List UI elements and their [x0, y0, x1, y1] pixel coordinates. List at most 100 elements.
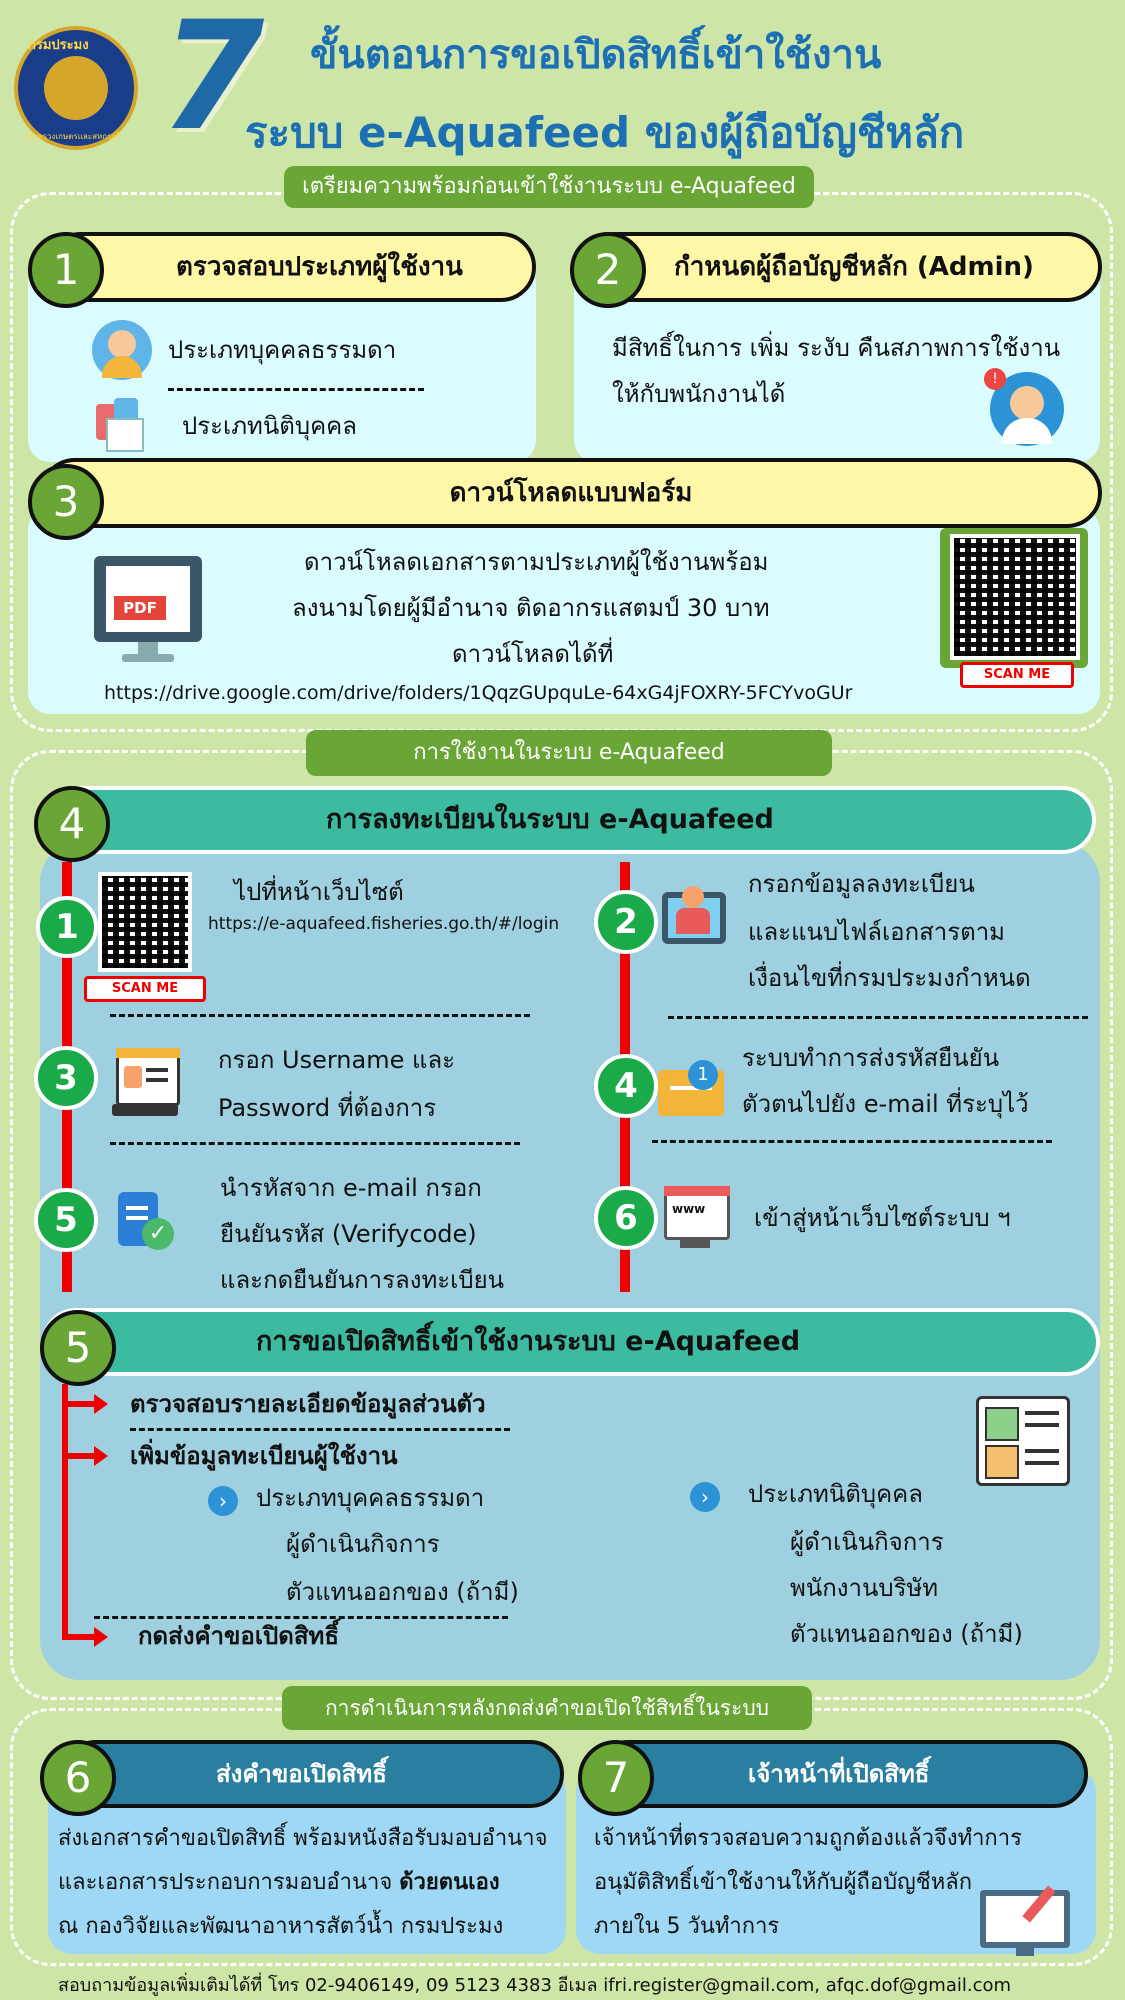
www-label: www — [672, 1202, 706, 1216]
action-add-registration: เพิ่มข้อมูลทะเบียนผู้ใช้งาน — [130, 1442, 398, 1470]
logo-text-top: กรมประมง — [28, 38, 89, 53]
download-link[interactable]: https://drive.google.com/drive/folders/1… — [104, 682, 853, 704]
arrow-1-line — [62, 1401, 96, 1407]
substep5-line3: และกดยืนยันการลงทะเบียน — [220, 1266, 505, 1294]
usage-panel — [40, 842, 1100, 1680]
website-qr-code[interactable] — [98, 872, 192, 972]
substep5-number: 5 — [34, 1188, 98, 1252]
website-scan-me-label: SCAN ME — [84, 976, 206, 1002]
step6-line1: ส่งเอกสารคำขอเปิดสิทธิ์ พร้อมหนังสือรับม… — [58, 1826, 548, 1851]
registration-link[interactable]: https://e-aquafeed.fisheries.go.th/#/log… — [208, 914, 560, 934]
step2-line2: ให้กับพนักงานได้ — [612, 380, 786, 408]
individual-operator: ผู้ดำเนินกิจการ — [286, 1530, 440, 1558]
website-browser-icon: www — [664, 1186, 736, 1252]
section-prepare-banner: เตรียมความพร้อมก่อนเข้าใช้งานระบบ e-Aqua… — [284, 166, 814, 208]
divider-2 — [668, 1016, 1088, 1019]
step1-item-individual: ประเภทบุคคลธรรมดา — [168, 336, 397, 364]
juristic-agent: ตัวแทนออกของ (ถ้ามี) — [790, 1620, 1023, 1648]
substep4-line1: ระบบทำการส่งรหัสยืนยัน — [742, 1044, 1000, 1072]
login-form-icon — [112, 1048, 180, 1120]
arrow-3-icon — [94, 1627, 108, 1647]
juristic-employee: พนักงานบริษัท — [790, 1574, 939, 1602]
header-number: 7 — [160, 0, 265, 164]
section-usage-banner: การใช้งานในระบบ e-Aquafeed — [306, 730, 832, 776]
divider-5 — [130, 1428, 510, 1431]
step2-line1: มีสิทธิ์ในการ เพิ่ม ระงับ คืนสภาพการใช้ง… — [612, 334, 1061, 362]
step6-number: 6 — [40, 1740, 116, 1816]
step6-line2: และเอกสารประกอบการมอบอำนาจ ด้วยตนเอง — [58, 1870, 500, 1896]
substep3-line1: กรอก Username และ — [218, 1046, 456, 1074]
chevron-right-icon: › — [690, 1482, 720, 1512]
step4-number: 4 — [34, 786, 110, 862]
page-title-line1: ขั้นตอนการขอเปิดสิทธิ์เข้าใช้งาน — [310, 32, 882, 78]
juristic-operator: ผู้ดำเนินกิจการ — [790, 1528, 944, 1556]
page-title-line2: ระบบ e-Aquafeed ของผู้ถือบัญชีหลัก — [245, 108, 965, 157]
step3-line1: ดาวน์โหลดเอกสารตามประเภทผู้ใช้งานพร้อม — [304, 548, 769, 576]
divider-1 — [110, 1014, 530, 1017]
divider-3 — [110, 1142, 520, 1145]
step6-line3: ณ กองวิจัยและพัฒนาอาหารสัตว์น้ำ กรมประมง — [58, 1914, 504, 1939]
step6-line2a: และเอกสารประกอบการมอบอำนาจ — [58, 1870, 400, 1895]
action-check-profile: ตรวจสอบรายละเอียดข้อมูลส่วนตัว — [130, 1390, 486, 1418]
step7-line1: เจ้าหน้าที่ตรวจสอบความถูกต้องแล้วจึงทำกา… — [594, 1826, 1022, 1851]
substep5-line2: ยืนยันรหัส (Verifycode) — [220, 1220, 477, 1248]
step1-item-juristic: ประเภทนิติบุคคล — [182, 412, 357, 440]
step7-number: 7 — [578, 1740, 654, 1816]
person-icon — [92, 320, 152, 380]
arrow-1-icon — [94, 1394, 108, 1414]
approval-computer-icon — [980, 1884, 1076, 1962]
substep3-number: 3 — [34, 1046, 98, 1110]
substep2-line3: เงื่อนไขที่กรมประมงกำหนด — [748, 964, 1031, 992]
admin-support-icon: ! — [984, 368, 1064, 446]
step1-divider — [168, 388, 424, 391]
step5-header: การขอเปิดสิทธิ์เข้าใช้งานระบบ e-Aquafeed — [42, 1308, 1100, 1376]
substep2-line1: กรอกข้อมูลลงทะเบียน — [748, 870, 975, 898]
substep2-line2: และแนบไฟล์เอกสารตาม — [748, 918, 1005, 946]
step1-number: 1 — [28, 232, 104, 308]
registration-form-icon — [662, 886, 726, 956]
step2-number: 2 — [570, 232, 646, 308]
department-logo: กรมประมง กระทรวงเกษตรและสหกรณ์ — [14, 26, 138, 150]
substep1-line1: ไปที่หน้าเว็บไซต์ — [234, 878, 404, 906]
substep5-line1: นำรหัสจาก e-mail กรอก — [220, 1174, 482, 1202]
step3-line3: ดาวน์โหลดได้ที่ — [452, 640, 614, 668]
download-qr-code[interactable] — [950, 534, 1080, 660]
step3-header: ดาวน์โหลดแบบฟอร์ม — [40, 458, 1102, 528]
substep4-number: 4 — [594, 1054, 658, 1118]
step7-line2: อนุมัติสิทธิ์เข้าใช้งานให้กับผู้ถือบัญชี… — [594, 1870, 973, 1895]
individual-type-title: ประเภทบุคคลธรรมดา — [256, 1484, 485, 1512]
step1-header: ตรวจสอบประเภทผู้ใช้งาน — [46, 232, 536, 302]
step7-header: เจ้าหน้าที่เปิดสิทธิ์ — [594, 1740, 1088, 1808]
step3-panel — [28, 508, 1100, 714]
section-after-banner: การดำเนินการหลังกดส่งคำขอเปิดใช้สิทธิ์ใน… — [282, 1686, 812, 1730]
arrow-2-icon — [94, 1446, 108, 1466]
chevron-right-icon: › — [208, 1486, 238, 1516]
pdf-label: PDF — [114, 596, 166, 620]
company-people-icon — [96, 396, 152, 452]
pdf-download-icon: PDF — [94, 556, 202, 666]
divider-4 — [652, 1140, 1052, 1143]
contact-footer: สอบถามข้อมูลเพิ่มเติมได้ที่ โทร 02-94061… — [58, 1975, 1012, 1996]
step6-line2b: ด้วยตนเอง — [399, 1870, 500, 1895]
step5-timeline — [62, 1384, 68, 1640]
user-list-icon — [976, 1396, 1070, 1486]
substep1-number: 1 — [36, 896, 98, 958]
juristic-type-title: ประเภทนิติบุคคล — [748, 1480, 923, 1508]
step4-header: การลงทะเบียนในระบบ e-Aquafeed — [42, 786, 1096, 854]
step5-number: 5 — [40, 1310, 116, 1386]
step2-header: กำหนดผู้ถือบัญชีหลัก (Admin) — [580, 232, 1102, 302]
divider-6 — [94, 1616, 508, 1619]
scan-me-label: SCAN ME — [960, 662, 1074, 688]
step6-header: ส่งคำขอเปิดสิทธิ์ — [62, 1740, 564, 1808]
substep6-number: 6 — [594, 1186, 658, 1250]
verify-clipboard-icon: ✓ — [114, 1186, 180, 1252]
substep2-number: 2 — [594, 890, 658, 954]
logo-text-bottom: กระทรวงเกษตรและสหกรณ์ — [24, 132, 119, 141]
step3-number: 3 — [28, 464, 104, 540]
individual-agent: ตัวแทนออกของ (ถ้ามี) — [286, 1578, 519, 1606]
step3-line2: ลงนามโดยผู้มีอำนาจ ติดอากรแสตมป์ 30 บาท — [292, 594, 770, 622]
substep4-line2: ตัวตนไปยัง e-mail ที่ระบุไว้ — [742, 1090, 1029, 1118]
substep3-line2: Password ที่ต้องการ — [218, 1094, 437, 1122]
step7-line3: ภายใน 5 วันทำการ — [594, 1914, 780, 1939]
logo-emblem — [44, 56, 108, 120]
